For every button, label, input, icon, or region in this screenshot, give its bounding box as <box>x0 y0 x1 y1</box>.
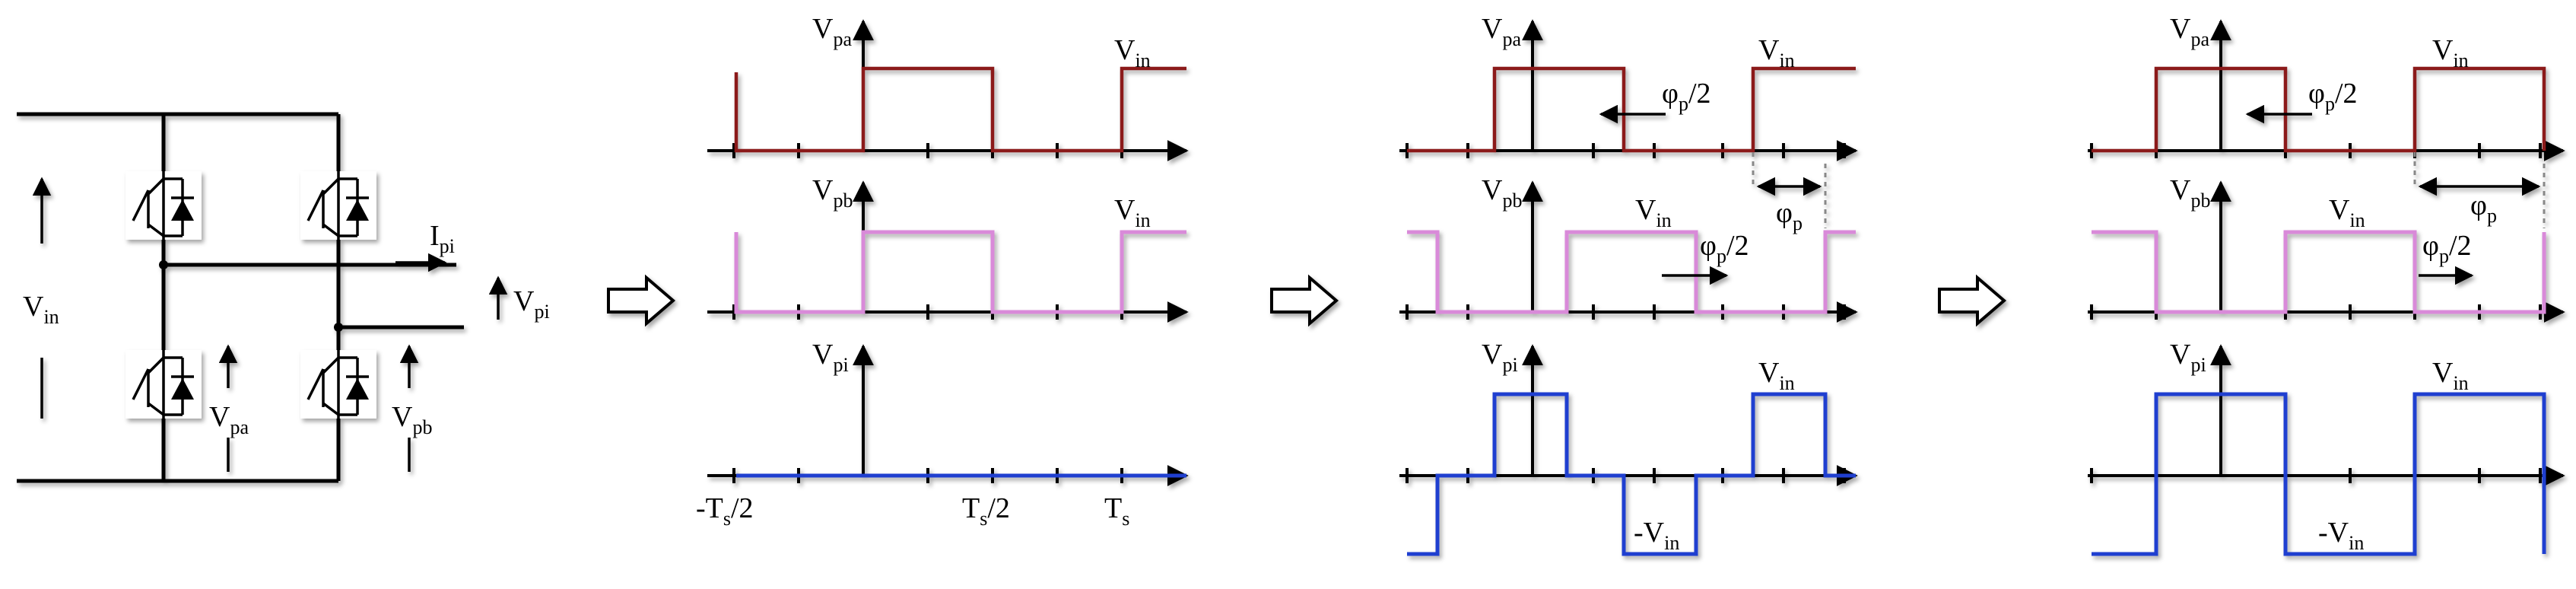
igbt-switch-icon <box>125 114 202 265</box>
hollow-right-arrow-icon <box>1938 274 2007 327</box>
s2-vpa-label: Vpa <box>1482 13 1521 50</box>
s2-vpi-vin-label: Vin <box>1758 357 1795 394</box>
s3-vpi-vin-label: Vin <box>2432 357 2469 394</box>
s3-vpb-vin-label: Vin <box>2329 194 2365 231</box>
s3-vpi-label: Vpi <box>2170 339 2206 376</box>
stage-2-waveforms <box>1399 19 1858 556</box>
s2-vpb-vin-label: Vin <box>1635 194 1672 231</box>
vpa-label: Vpa <box>209 401 249 438</box>
stage-3-waveforms <box>2088 19 2565 556</box>
vin-label: Vin <box>23 291 59 328</box>
s1-vpb-wave <box>734 230 1186 314</box>
s1-neg-ts-half-label: -Ts/2 <box>696 492 754 530</box>
s1-ts-label: Ts <box>1104 492 1129 530</box>
s2-vpi-wave <box>1407 392 1856 556</box>
igbt-switch-icon <box>300 350 376 419</box>
s1-vpa-vin-label: Vin <box>1114 34 1151 72</box>
vpb-label: Vpb <box>392 401 432 438</box>
igbt-switch-icon <box>300 171 376 240</box>
s2-vpi-label: Vpi <box>1482 339 1518 376</box>
s3-vpi-neg-vin-label: -Vin <box>2318 517 2364 554</box>
s3-vpb-wave <box>2092 230 2546 314</box>
s1-vpa-wave <box>734 66 1186 153</box>
s2-vpa-vin-label: Vin <box>1758 34 1795 72</box>
s2-vpi-neg-vin-label: -Vin <box>1634 517 1679 554</box>
s3-phi-label: φp <box>2470 189 2497 227</box>
stage-1-waveforms <box>707 19 1189 486</box>
vpi-label: Vpi <box>513 285 550 323</box>
s1-vpa-label: Vpa <box>812 13 852 50</box>
ipi-label: Ipi <box>430 220 455 257</box>
s2-vpa-phi-half-label: φp/2 <box>1662 78 1711 115</box>
s1-ts-half-label: Ts/2 <box>962 492 1010 530</box>
s1-vpb-vin-label: Vin <box>1114 194 1151 231</box>
hollow-right-arrow-icon <box>607 274 676 327</box>
full-bridge-circuit <box>17 112 508 483</box>
s3-vpb-phi-half-label: φp/2 <box>2422 230 2472 267</box>
s1-vpb-label: Vpb <box>812 174 853 212</box>
s2-vpb-wave <box>1407 230 1856 314</box>
s3-vpi-wave <box>2092 392 2546 556</box>
hollow-right-arrow-icon <box>1270 274 1339 327</box>
s2-phi-label: φp <box>1776 197 1803 234</box>
s2-vpa-wave <box>1407 66 1856 153</box>
s3-vpa-vin-label: Vin <box>2432 34 2469 72</box>
s1-vpi-label: Vpi <box>812 339 849 376</box>
igbt-switch-icon <box>125 350 202 419</box>
s3-vpa-wave <box>2092 66 2546 153</box>
s3-vpa-label: Vpa <box>2170 13 2209 50</box>
s3-vpb-label: Vpb <box>2170 174 2210 212</box>
s2-vpb-phi-half-label: φp/2 <box>1700 230 1749 267</box>
s3-vpa-phi-half-label: φp/2 <box>2308 78 2358 115</box>
s2-vpb-label: Vpb <box>1482 174 1522 212</box>
